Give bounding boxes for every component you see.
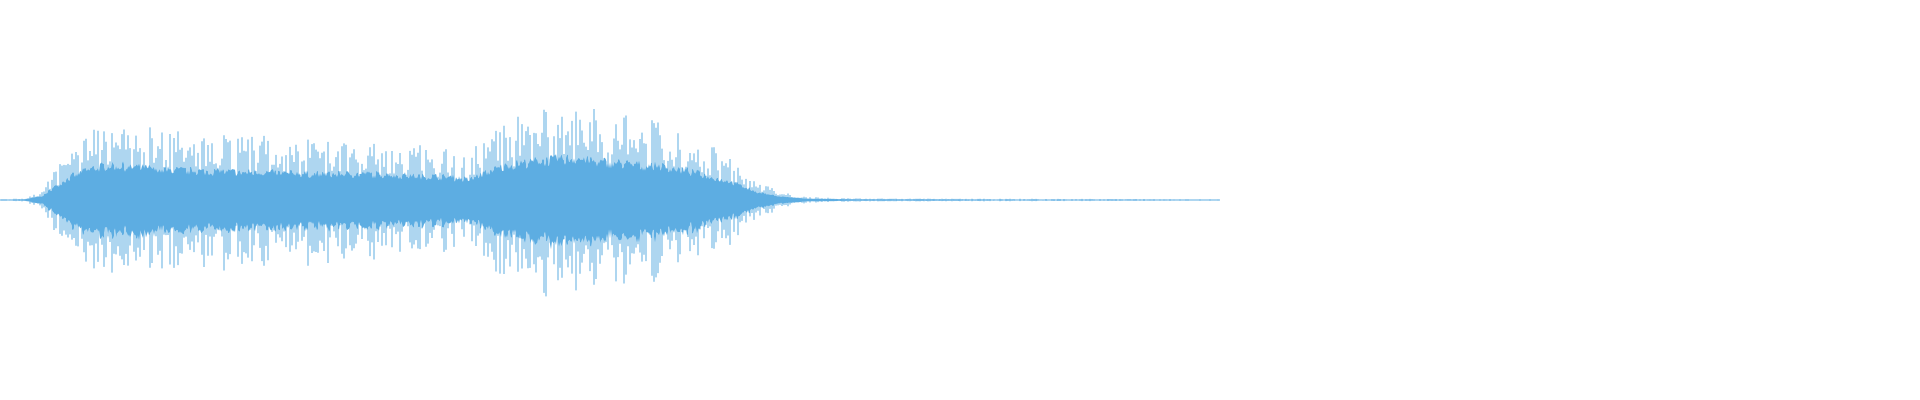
waveform-peaks — [1, 109, 1219, 297]
